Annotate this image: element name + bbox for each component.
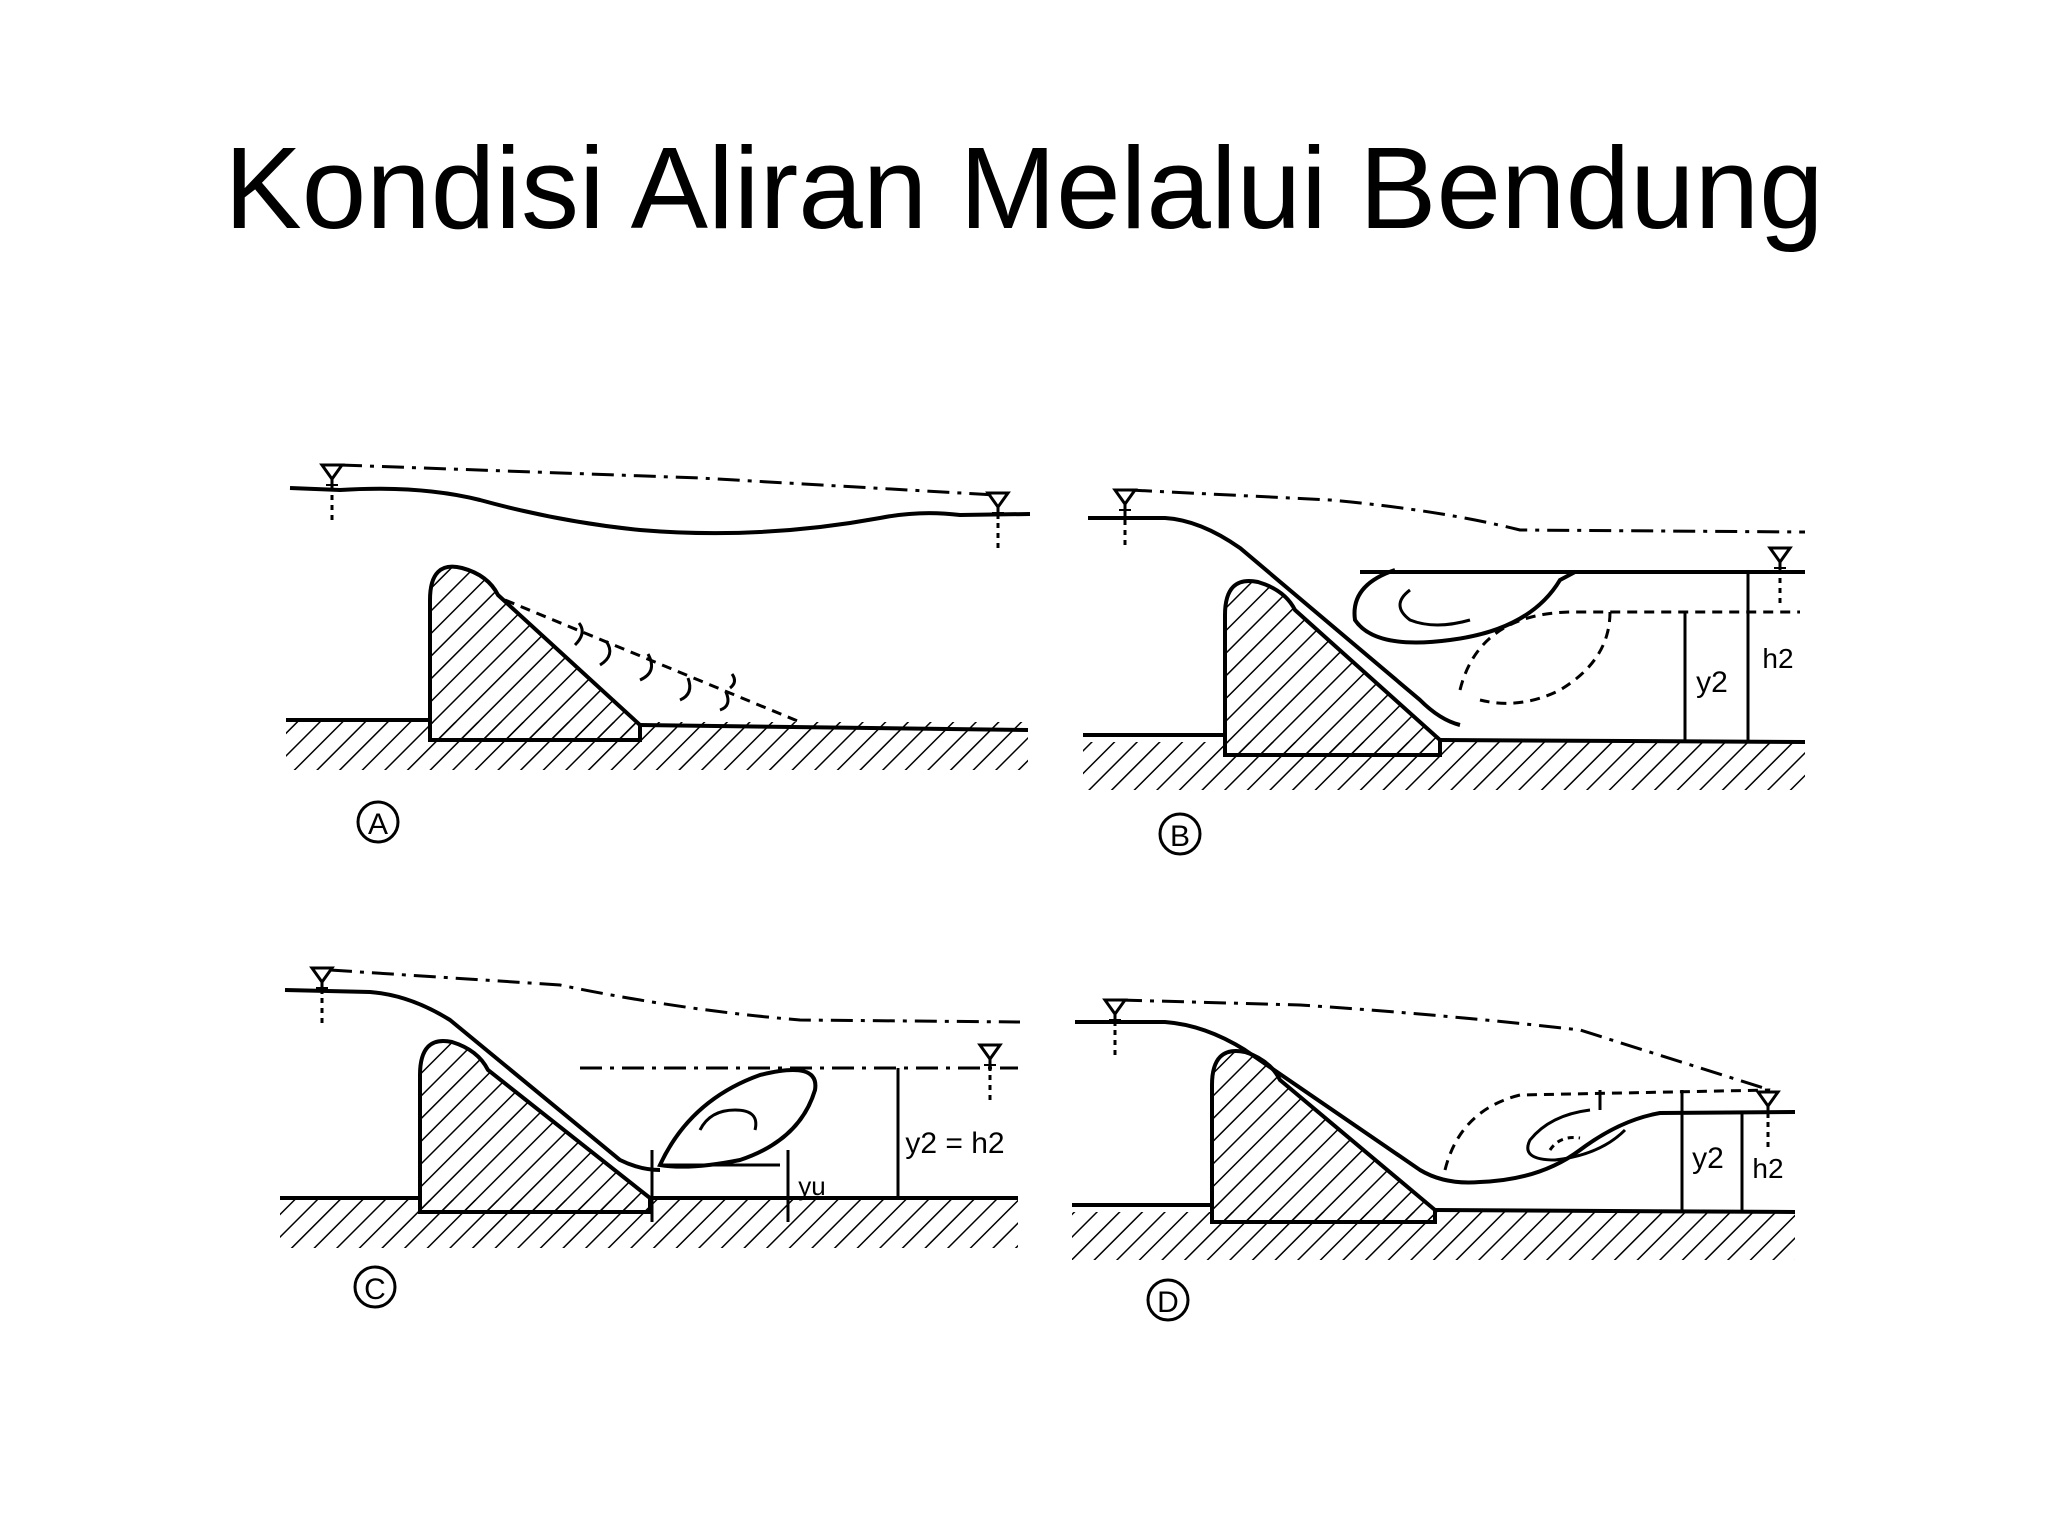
water-surface [1088, 488, 1806, 727]
panel-label: C [364, 1273, 386, 1306]
water-level-symbol-downstream [978, 1043, 1002, 1107]
water-surface [1075, 998, 1796, 1185]
annotation-h2: h2 [1752, 1153, 1783, 1184]
depth-dimensions [650, 1068, 900, 1222]
panel-a: A [286, 463, 1031, 844]
weir-body [418, 1038, 652, 1214]
channel-bed [1083, 733, 1806, 790]
panel-label-circle [353, 1265, 397, 1309]
water-level-symbol-downstream [1756, 1090, 1780, 1154]
panel-label: D [1157, 1286, 1179, 1319]
panel-label-circle [1158, 812, 1202, 856]
annotation-h2: h2 [1762, 643, 1793, 674]
panel-label-circle [356, 800, 400, 844]
water-level-symbol-downstream [986, 491, 1010, 555]
depth-dimensions [1598, 1090, 1744, 1212]
annotation-yu: yu [798, 1171, 825, 1201]
panel-c: y2 = h2 yu C [280, 966, 1021, 1309]
panel-label-circle [1146, 1278, 1190, 1322]
weir-body [428, 564, 642, 742]
turbulence-eddies [573, 622, 737, 712]
annotation-y2: y2 [1696, 666, 1728, 699]
channel-bed [1072, 1203, 1796, 1260]
channel-bed [286, 718, 1029, 770]
water-level-symbol-upstream [320, 463, 344, 527]
water-level-symbol-downstream [1768, 546, 1792, 610]
panel-label: B [1170, 820, 1190, 853]
annotation-y2: y2 [1692, 1142, 1724, 1175]
water-surface [289, 463, 1031, 724]
water-level-symbol-upstream [1103, 998, 1127, 1062]
page-title: Kondisi Aliran Melalui Bendung [224, 123, 1824, 253]
panel-d: y2 h2 D [1072, 998, 1796, 1322]
channel-bed [280, 1196, 1018, 1248]
weir-body [1210, 1049, 1437, 1224]
water-level-symbol-upstream [310, 966, 334, 1030]
panel-label: A [368, 808, 388, 841]
panel-b: y2 h2 B [1083, 488, 1806, 856]
depth-dimensions [1683, 572, 1750, 742]
water-surface [284, 968, 1021, 1172]
weir-body [1223, 579, 1442, 757]
annotation-y2-equals-h2: y2 = h2 [905, 1127, 1004, 1160]
